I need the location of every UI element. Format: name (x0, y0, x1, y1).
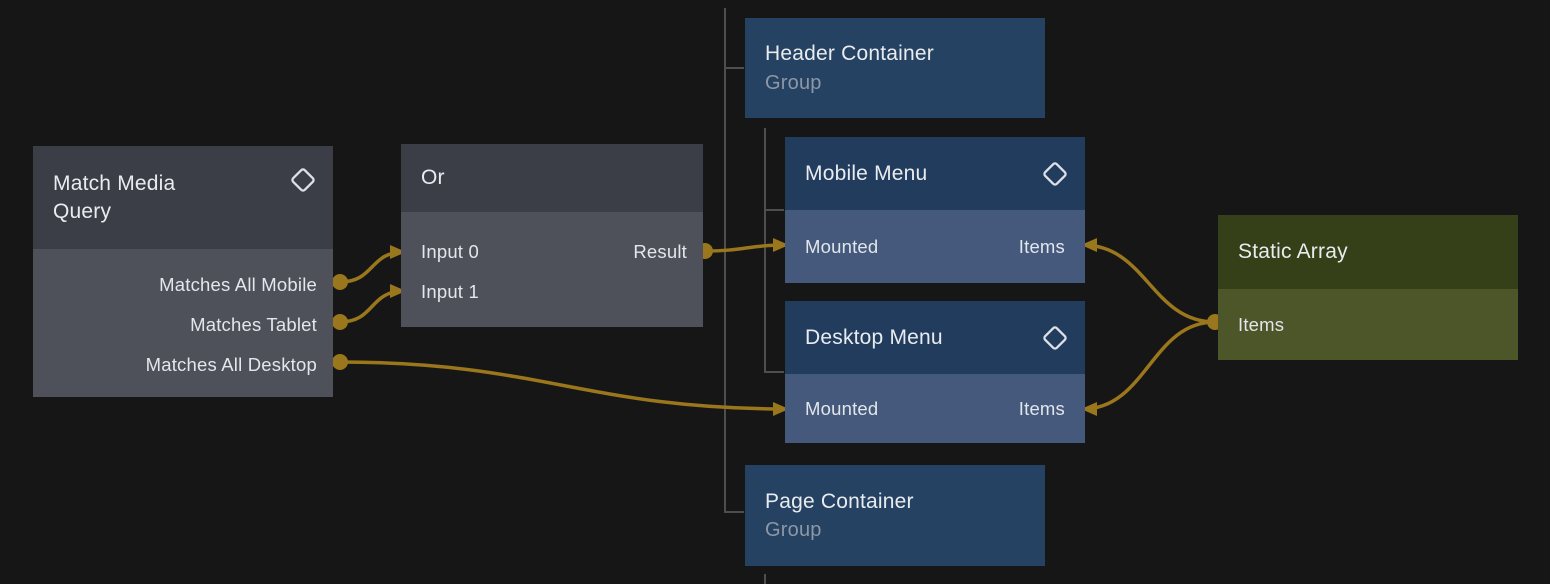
port-label: Matches Tablet (190, 314, 317, 335)
node-body: Mounted Items (785, 210, 1085, 283)
node-title: Match Media Query (53, 171, 176, 223)
wire-match-media-query-matches-all-desktop-to-desktop-menu-mounted[interactable] (339, 360, 789, 416)
match-media-query-matches-tablet-dot[interactable] (332, 314, 348, 330)
node-desktop-menu[interactable]: Desktop Menu Mounted Items (785, 301, 1085, 443)
port-label: Input 0 (421, 241, 479, 262)
node-or[interactable]: Or Input 0 Result Input 1 (401, 144, 703, 327)
node-header: Page Container Group (745, 465, 1045, 566)
diamond-icon (1041, 324, 1069, 352)
port-label: Matches All Desktop (145, 354, 317, 375)
node-subtitle: Group (765, 71, 822, 94)
node-body: Mounted Items (785, 374, 1085, 443)
node-title: Desktop Menu (805, 325, 943, 349)
node-title: Static Array (1238, 240, 1348, 264)
output-port-row: Items (1218, 289, 1518, 360)
port-label: Result (633, 241, 687, 262)
output-port-row: Matches All Mobile (33, 265, 333, 305)
port-row: Input 1 (401, 272, 703, 312)
node-body: Items (1218, 289, 1518, 360)
diamond-icon (289, 166, 317, 194)
node-header: Desktop Menu (785, 301, 1085, 374)
node-static-array[interactable]: Static Array Items (1218, 215, 1518, 360)
node-title: Mobile Menu (805, 161, 928, 185)
port-label: Matches All Mobile (159, 274, 317, 295)
node-header: Mobile Menu (785, 137, 1085, 210)
port-label: Items (1018, 397, 1065, 419)
output-port-row: Matches Tablet (33, 305, 333, 345)
port-label: Mounted (805, 397, 879, 419)
port-row: Input 0 Result (401, 232, 703, 272)
port-label: Items (1018, 235, 1065, 257)
node-body: Matches All Mobile Matches Tablet Matche… (33, 249, 333, 397)
wire-match-media-query-matches-tablet-to-or-input-1[interactable] (339, 284, 406, 324)
match-media-query-matches-all-mobile-dot[interactable] (332, 274, 348, 290)
node-page-container[interactable]: Page Container Group (745, 465, 1045, 566)
port-label: Input 1 (421, 281, 479, 302)
node-header: Header Container Group (745, 18, 1045, 118)
node-title: Header Container (765, 42, 934, 66)
port-label: Mounted (805, 235, 879, 257)
diamond-icon (1041, 160, 1069, 188)
node-match-media-query[interactable]: Match Media Query Matches All Mobile Mat… (33, 146, 333, 397)
node-mobile-menu[interactable]: Mobile Menu Mounted Items (785, 137, 1085, 283)
output-port-row: Matches All Desktop (33, 345, 333, 385)
port-label: Items (1238, 313, 1285, 335)
match-media-query-matches-all-desktop-dot[interactable] (332, 354, 348, 370)
tree-connector-line (764, 128, 784, 373)
node-header: Match Media Query (33, 146, 333, 249)
wire-static-array-items-to-mobile-menu-items[interactable] (1081, 238, 1216, 324)
node-title: Page Container (765, 489, 914, 513)
wire-static-array-items-to-desktop-menu-items[interactable] (1081, 320, 1216, 416)
wire-match-media-query-matches-all-mobile-to-or-input-0[interactable] (339, 245, 406, 284)
node-header-container[interactable]: Header Container Group (745, 18, 1045, 118)
node-body: Input 0 Result Input 1 (401, 212, 703, 327)
tree-connector-line (724, 8, 744, 513)
port-row: Mounted Items (785, 210, 1085, 283)
wire-or-result-to-mobile-menu-mounted[interactable] (704, 238, 789, 253)
node-subtitle: Group (765, 519, 822, 542)
node-header: Or (401, 144, 703, 212)
node-header: Static Array (1218, 215, 1518, 289)
node-title: Or (421, 166, 445, 190)
port-row: Mounted Items (785, 374, 1085, 443)
